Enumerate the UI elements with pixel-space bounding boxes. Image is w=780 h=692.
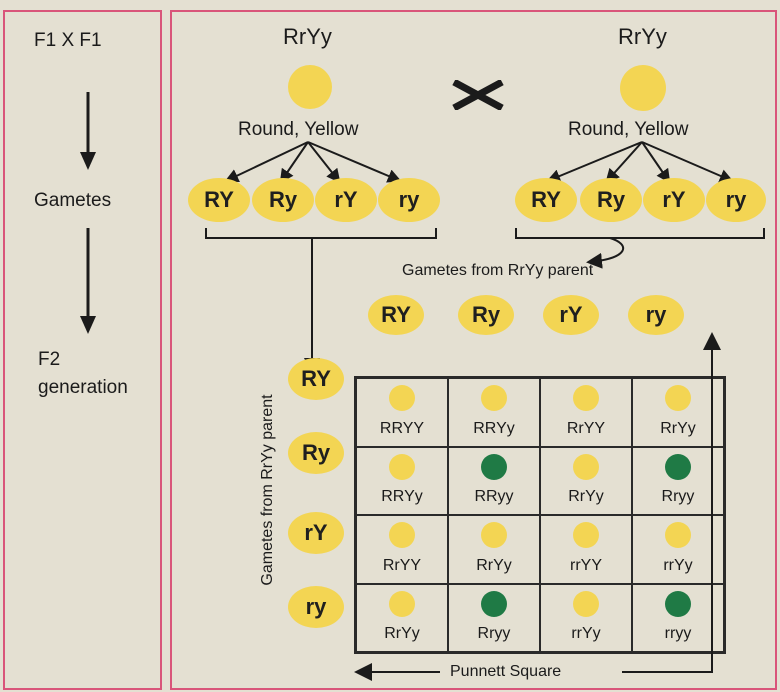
right-gamete-Ry: Ry xyxy=(580,178,642,222)
col-header-ry: ry xyxy=(628,295,684,335)
col-header-RY: RY xyxy=(368,295,424,335)
col-header-rY: rY xyxy=(543,295,599,335)
left-gamete-Ry: Ry xyxy=(252,178,314,222)
generation-label: generation xyxy=(38,378,128,397)
cross-symbol-icon xyxy=(452,80,504,110)
parent-2-genotype: RrYy xyxy=(618,26,667,48)
punnett-caption-arrows-icon xyxy=(340,330,740,692)
row-header-rY: rY xyxy=(288,512,344,554)
parent-2-phenotype: Round, Yellow xyxy=(568,120,688,139)
row-axis-label: Gametes from RrYy parent xyxy=(260,394,276,585)
parent-1-phenotype: Round, Yellow xyxy=(238,120,358,139)
punnett-caption: Punnett Square xyxy=(450,664,561,680)
parent-1-seed xyxy=(288,65,332,109)
down-arrow-1-icon xyxy=(77,92,99,172)
right-gamete-rY: rY xyxy=(643,178,705,222)
col-header-Ry: Ry xyxy=(458,295,514,335)
row-header-RY: RY xyxy=(288,358,344,400)
gametes-label: Gametes xyxy=(34,191,111,210)
f2-label: F2 xyxy=(38,350,60,369)
parent-1-genotype: RrYy xyxy=(283,26,332,48)
gametes-caption: Gametes from RrYy parent xyxy=(402,263,593,279)
left-gamete-ry: ry xyxy=(378,178,440,222)
left-gamete-rY: rY xyxy=(315,178,377,222)
row-header-Ry: Ry xyxy=(288,432,344,474)
f1-cross-label: F1 X F1 xyxy=(34,31,102,50)
left-gamete-RY: RY xyxy=(188,178,250,222)
right-gamete-RY: RY xyxy=(515,178,577,222)
row-header-ry: ry xyxy=(288,586,344,628)
right-gamete-ry: ry xyxy=(706,178,766,222)
parent-2-seed xyxy=(620,65,666,111)
down-arrow-2-icon xyxy=(77,228,99,336)
